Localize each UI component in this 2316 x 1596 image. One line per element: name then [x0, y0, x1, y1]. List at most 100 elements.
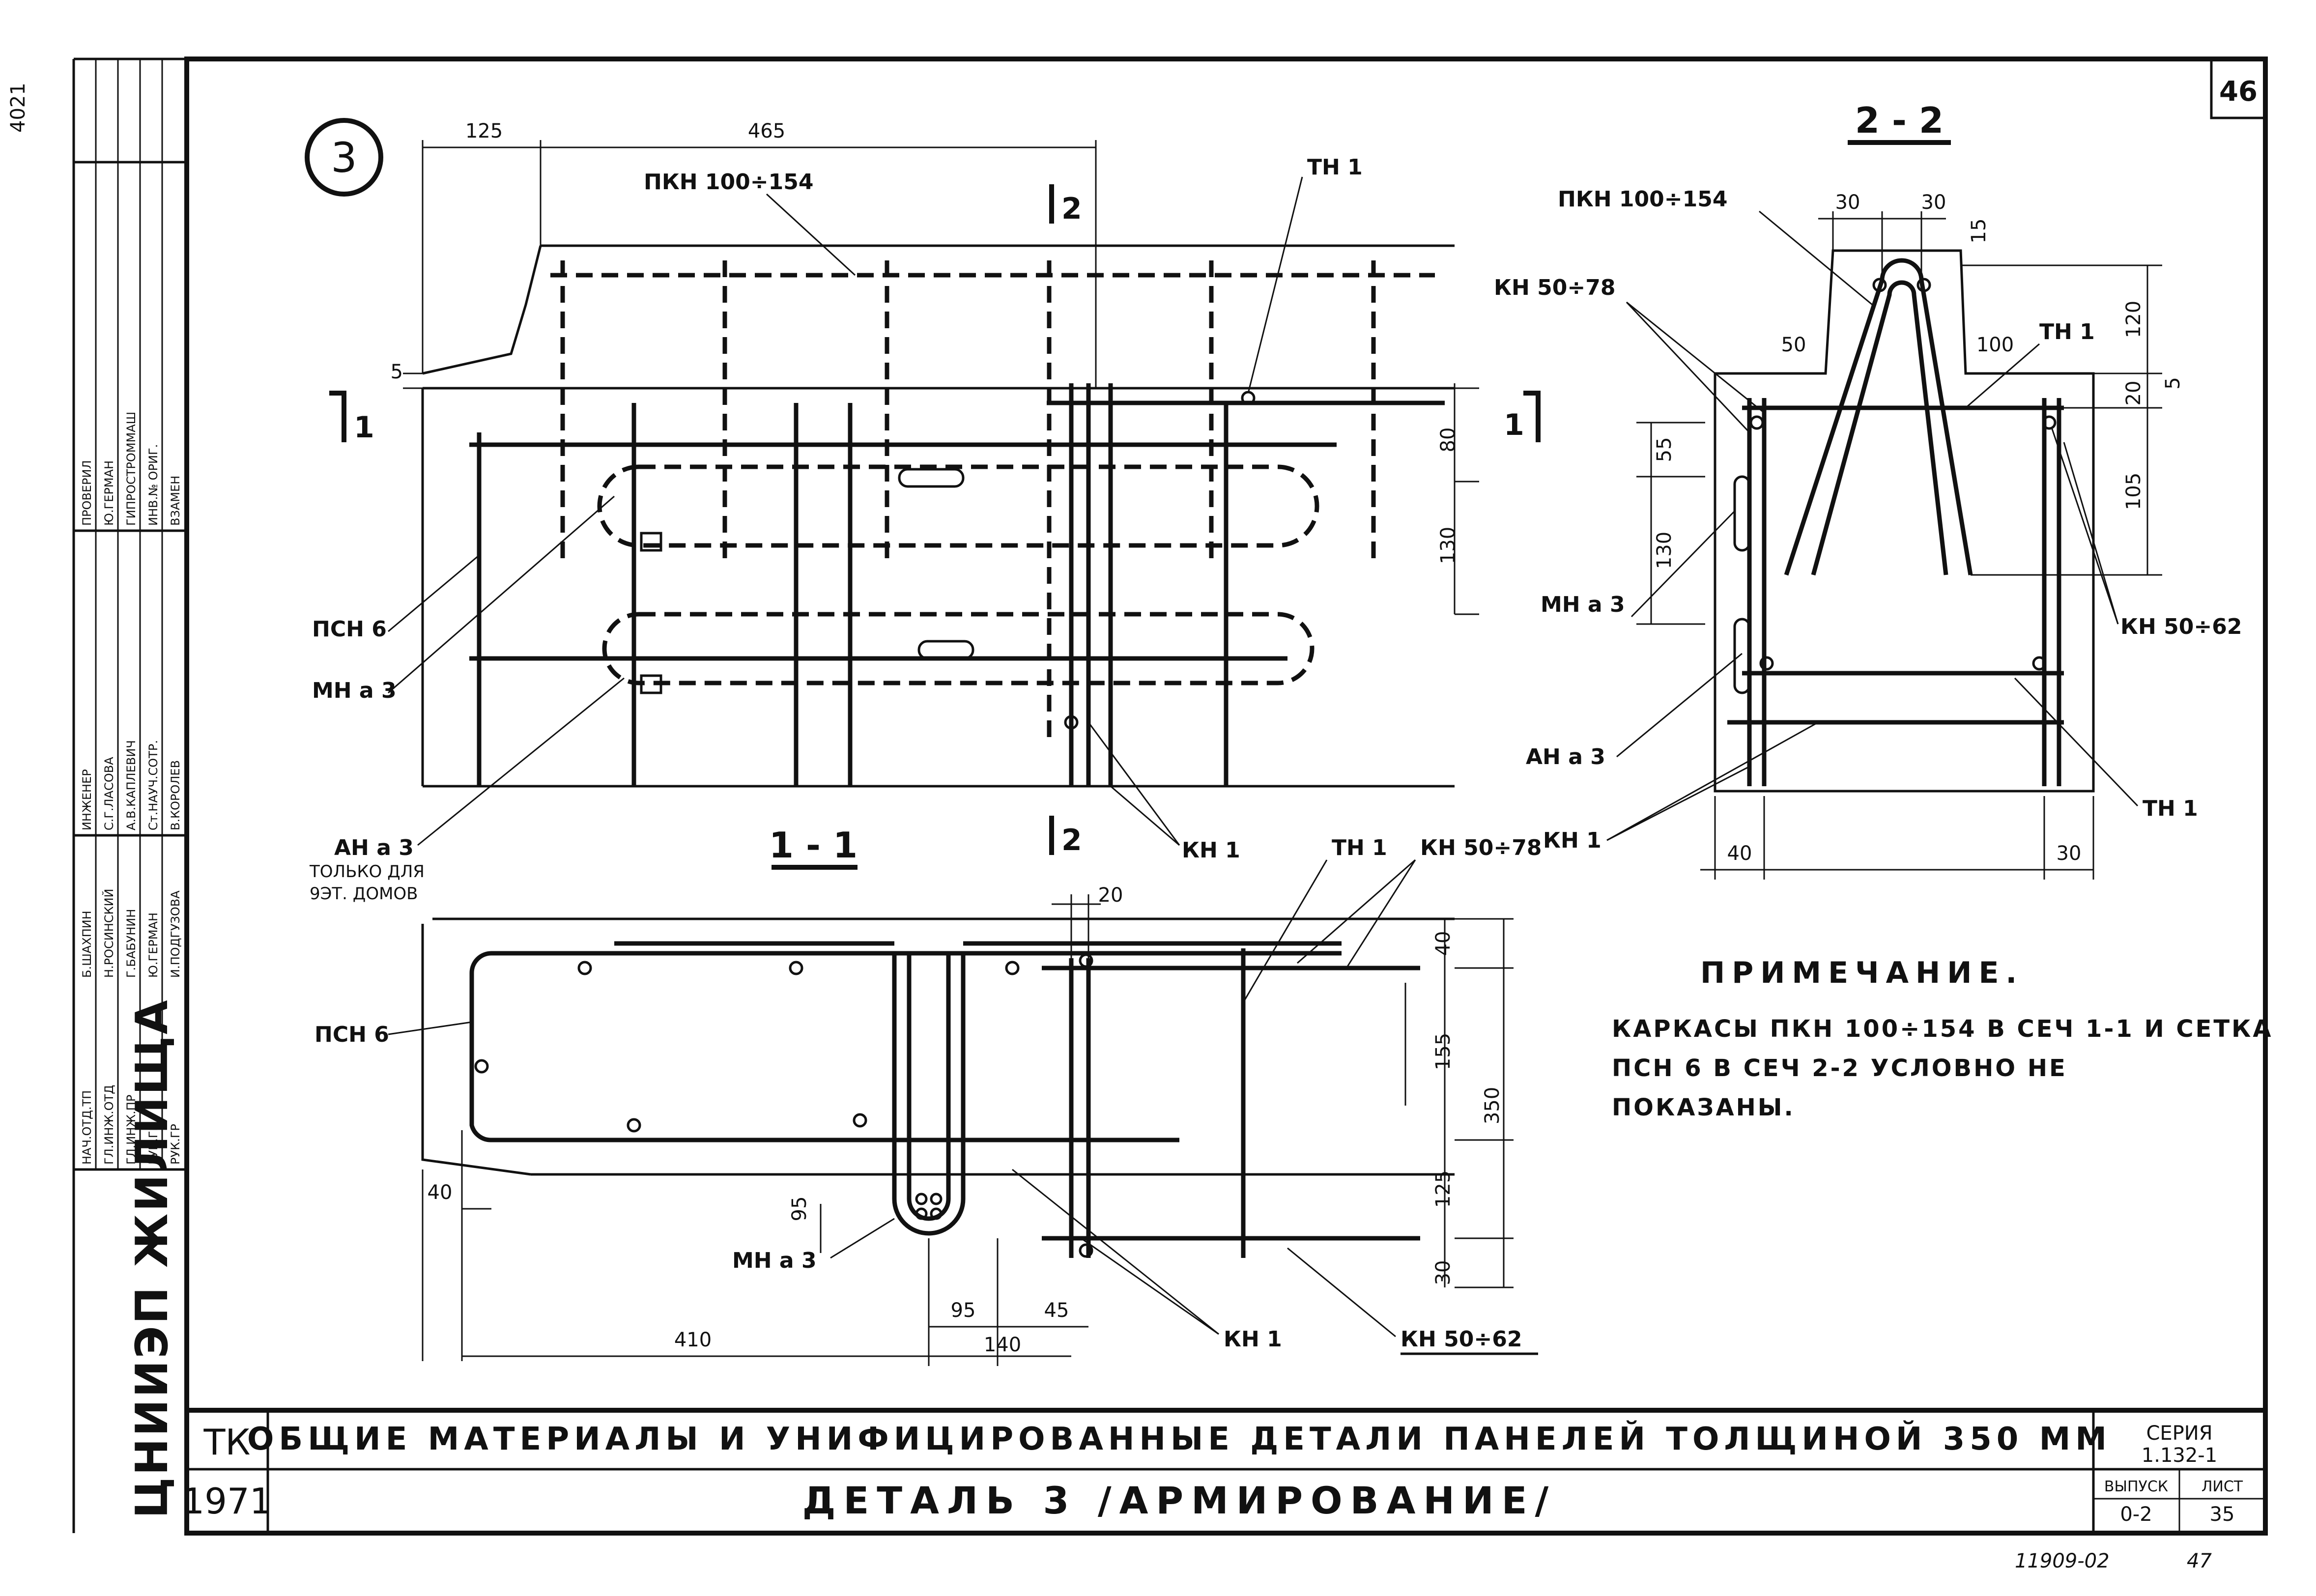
stamp-name-7: Ю.ГЕРМАН: [102, 460, 116, 526]
sheet-label: ЛИСТ: [2202, 1478, 2243, 1495]
dim-55: 55: [1653, 437, 1676, 462]
series-label: СЕРИЯ: [2146, 1422, 2212, 1445]
org-logo: ЦНИИЭП ЖИЛИЩА: [126, 998, 178, 1518]
dim-30a: 30: [1835, 191, 1860, 214]
label-kn1-sec11: КН 1: [1224, 1327, 1282, 1352]
dim-95b: 95: [951, 1299, 976, 1322]
dim-20b: 20: [1098, 884, 1123, 907]
footer-page: 47: [2187, 1550, 2212, 1572]
label-kn1-plan: КН 1: [1182, 838, 1240, 863]
stamp-name-3: Г.БАБУНИН: [124, 909, 138, 978]
label-tn1-sec22: ТН 1: [2039, 319, 2095, 344]
dim-40b: 40: [1432, 931, 1455, 956]
cut-2-bottom: 2: [1061, 823, 1082, 857]
dim-5-sec22: 5: [2162, 377, 2184, 389]
dim-45: 45: [1044, 1299, 1069, 1322]
stamp-role-9: Ст.НАУЧ.СОТР.: [146, 740, 160, 830]
label-mna3-sec11: МН а 3: [732, 1248, 817, 1273]
stamp-role-3: ГЛ.ИНЖ.ПР: [124, 1095, 138, 1165]
title-year: 1971: [182, 1481, 272, 1522]
dim-50: 50: [1781, 334, 1806, 356]
note-title: ПРИМЕЧАНИЕ.: [1700, 956, 2024, 990]
issue-value: 0-2: [2120, 1503, 2152, 1526]
title-code: ТК: [203, 1422, 250, 1463]
label-kn5062-sec22: КН 50÷62: [2120, 614, 2242, 639]
stamp-name-1: Б.ШАХПИН: [80, 911, 94, 978]
label-mna3-plan: МН а 3: [312, 678, 397, 703]
stamp-name-9: ИНВ.№ ОРИГ.: [146, 444, 160, 526]
label-tn1-plan: ТН 1: [1307, 155, 1363, 180]
dim-95: 95: [788, 1197, 811, 1222]
stamp-role-2: ГЛ.ИНЖ.ОТД: [102, 1085, 116, 1165]
cut-2-top: 2: [1061, 192, 1082, 226]
title-sub: ДЕТАЛЬ 3 /АРМИРОВАНИЕ/: [802, 1479, 1557, 1522]
slab-outline: [421, 244, 1455, 788]
stamp-role-7: С.Г.ЛАСОВА: [102, 757, 116, 830]
dim-100: 100: [1976, 334, 2014, 356]
dim-20: 20: [2122, 381, 2145, 406]
label-kn5078-sec11: КН 50÷78: [1420, 835, 1542, 860]
label-ana3-plan: АН а 3: [334, 835, 414, 860]
label-mna3-sec22: МН а 3: [1541, 592, 1625, 617]
dim-130b: 130: [1653, 532, 1676, 569]
dim-465: 465: [748, 120, 785, 142]
sheet-value: 35: [2210, 1503, 2235, 1526]
cut-1-left: 1: [354, 410, 374, 445]
dim-30b: 30: [1921, 191, 1946, 214]
issue-label: ВЫПУСК: [2104, 1478, 2168, 1495]
stamp-name-8: ГИПРОСТРОММАШ: [124, 412, 138, 526]
stamp-role-5: РУК.ГР: [169, 1124, 182, 1165]
section-1-1-outline: [421, 917, 1455, 1176]
dim-15: 15: [1968, 219, 1990, 244]
detail-number: 3: [331, 134, 357, 182]
dim-5: 5: [391, 361, 403, 383]
section-2-2-outline: [1714, 249, 2095, 793]
label-pkn-sec22: ПКН 100÷154: [1558, 187, 1728, 212]
label-ana3-sec22: АН а 3: [1526, 744, 1605, 770]
label-only-for: ТОЛЬКО ДЛЯ: [309, 862, 425, 882]
section-1-1-title: 1 - 1: [769, 825, 858, 866]
stamp-name-4: Ю.ГЕРМАН: [146, 912, 160, 978]
dim-140: 140: [984, 1334, 1021, 1356]
title-main: ОБЩИЕ МАТЕРИАЛЫ И УНИФИЦИРОВАННЫЕ ДЕТАЛИ…: [247, 1420, 2112, 1457]
sheet-number: 46: [2219, 76, 2258, 108]
note-line-2: ПСН 6 В СЕЧ 2-2 УСЛОВНО НЕ: [1612, 1054, 2067, 1082]
section-2-2-dimensions: [1636, 211, 2162, 880]
dim-105: 105: [2122, 473, 2145, 510]
label-psn6-sec11: ПСН 6: [315, 1022, 389, 1047]
section-1-1: [421, 917, 1455, 1258]
dim-125: 125: [465, 120, 503, 142]
stamp-role-1: НАЧ.ОТД.ТП: [80, 1090, 94, 1165]
dim-410: 410: [674, 1329, 712, 1351]
dim-30d: 30: [1432, 1260, 1455, 1285]
margin-note: 4021: [7, 83, 29, 133]
stamp-name-2: Н.РОСИНСКИЙ: [102, 889, 116, 978]
label-pkn-plan: ПКН 100÷154: [644, 170, 814, 195]
cut-1-right: 1: [1504, 408, 1524, 442]
stamp-name-6: ПРОВЕРИЛ: [80, 460, 94, 526]
label-psn6-plan: ПСН 6: [312, 617, 387, 642]
stamp-role-4: РУК.ГР: [146, 1124, 160, 1165]
dim-120: 120: [2122, 301, 2145, 338]
note-line-1: КАРКАСЫ ПКН 100÷154 В СЕЧ 1-1 И СЕТКА: [1612, 1015, 2273, 1043]
series-value: 1.132-1: [2142, 1444, 2217, 1467]
detail-circle: [305, 118, 383, 197]
label-kn1-sec22: КН 1: [1543, 828, 1601, 853]
label-tn1-sec11: ТН 1: [1332, 835, 1387, 860]
dim-40c: 40: [428, 1181, 453, 1204]
cut-marks: [329, 184, 1541, 855]
label-tn1-sec22-b: ТН 1: [2143, 796, 2198, 821]
section-1-1-dimensions: [422, 894, 1514, 1366]
dim-125b: 125: [1432, 1170, 1455, 1208]
dim-155: 155: [1432, 1033, 1455, 1070]
section-2-2-title: 2 - 2: [1855, 100, 1944, 141]
dim-350: 350: [1481, 1087, 1504, 1124]
footer-number: 11909-02: [2015, 1550, 2110, 1572]
dim-40: 40: [1727, 842, 1752, 865]
label-kn5078-sec22: КН 50÷78: [1494, 275, 1615, 300]
stamp-role-10: В.КОРОЛЕВ: [169, 760, 182, 830]
dim-30c: 30: [2057, 842, 2082, 865]
dim-130: 130: [1437, 527, 1459, 564]
stamp-role-8: А.В.КАПЛЕВИЧ: [124, 740, 138, 830]
